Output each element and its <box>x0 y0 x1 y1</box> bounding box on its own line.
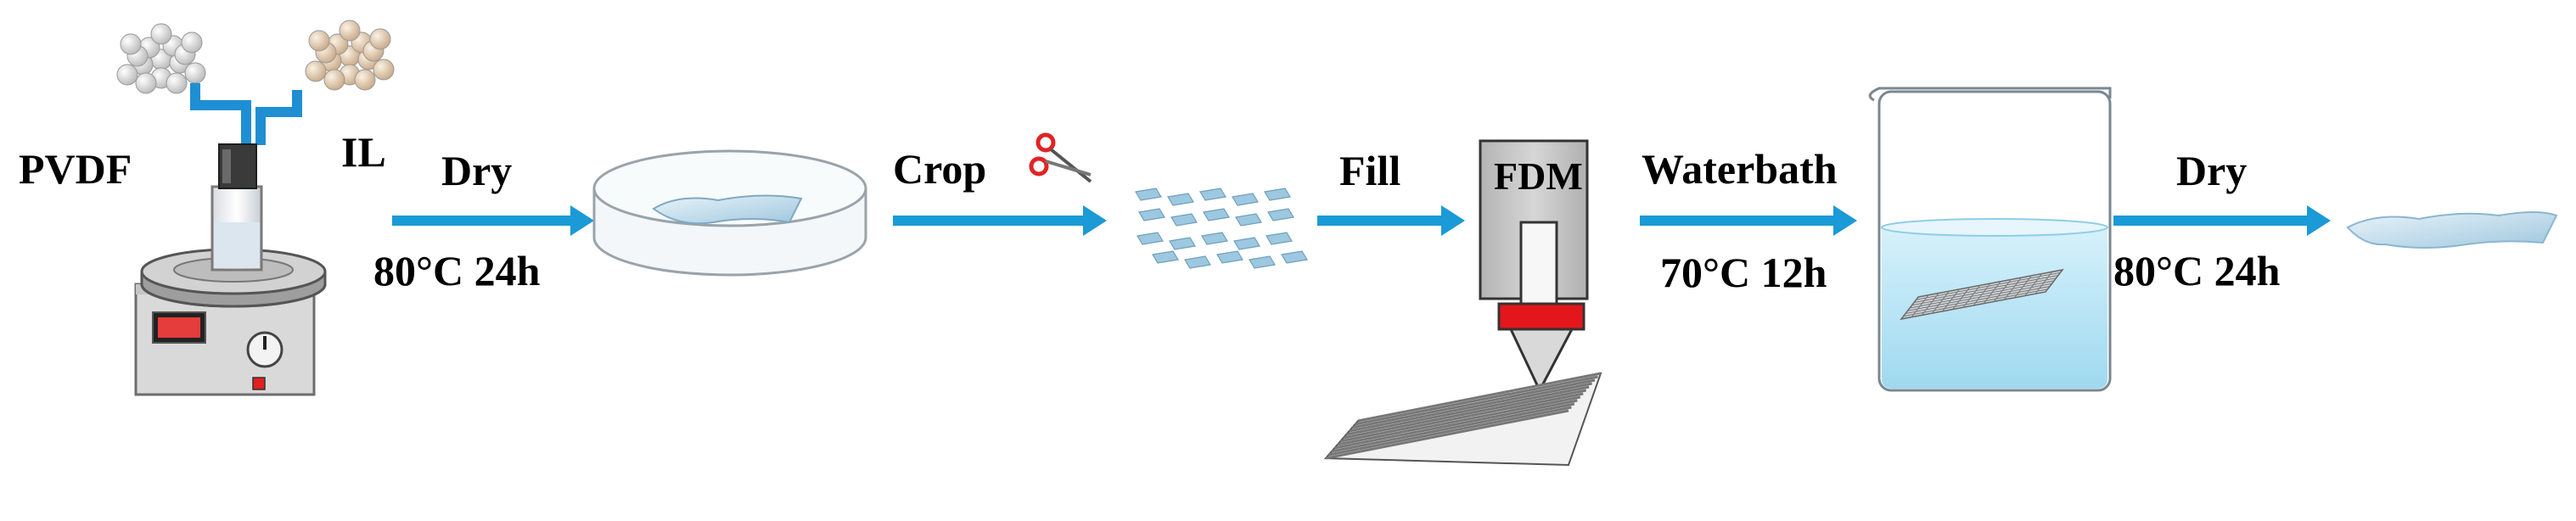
step-1-condition: 80°C 24h <box>373 247 541 294</box>
step-5-condition: 80°C 24h <box>2113 247 2281 294</box>
il-label: IL <box>341 128 386 176</box>
final-membrane <box>2346 211 2558 249</box>
process-arrows <box>392 205 2331 236</box>
scissors-icon <box>1029 132 1092 183</box>
cropped-film-pieces <box>1135 188 1308 269</box>
il-powder-pile <box>305 20 395 91</box>
arrow-2 <box>893 205 1107 236</box>
step-1-name: Dry <box>441 147 513 194</box>
step-5-name: Dry <box>2176 147 2248 194</box>
fdm-printer <box>1479 139 1589 394</box>
arrow-4 <box>1640 205 1857 236</box>
cast-film <box>652 194 803 225</box>
pvdf-powder-pile <box>116 23 206 94</box>
step-4-name: Waterbath <box>1642 145 1838 193</box>
step-4-condition: 70°C 12h <box>1660 249 1827 296</box>
petri-dish <box>592 149 867 277</box>
pvdf-label: PVDF <box>19 145 132 193</box>
arrow-5 <box>2113 205 2331 236</box>
step-3-name: Fill <box>1339 147 1401 194</box>
printed-grid-scaffold <box>1323 372 1602 467</box>
immersed-grid <box>1900 268 2064 321</box>
arrow-3 <box>1317 205 1465 236</box>
arrow-1 <box>392 205 594 236</box>
feed-tubes <box>190 83 302 145</box>
magnetic-stirrer <box>134 143 327 396</box>
step-2-name: Crop <box>893 145 987 193</box>
waterbath-beaker <box>1868 87 2112 392</box>
fdm-label: FDM <box>1494 154 1583 198</box>
